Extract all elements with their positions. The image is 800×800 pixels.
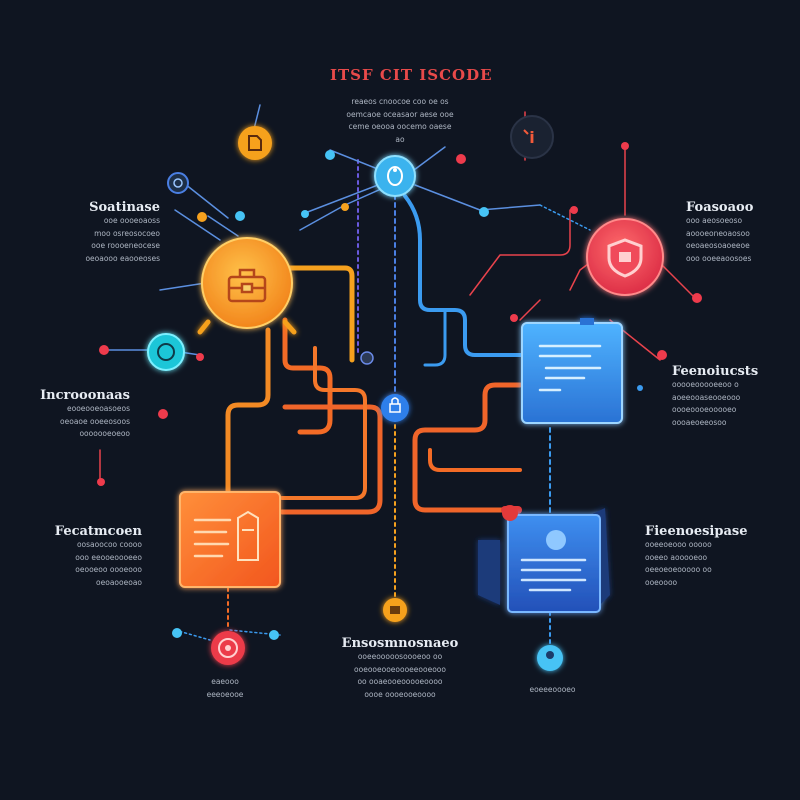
block-heading: Fieenoesipase bbox=[645, 524, 748, 539]
block-line: oooaeoeeosoo bbox=[672, 417, 727, 427]
title-caption-line: ao bbox=[395, 134, 405, 144]
block-heading: Ensosmnosnaeo bbox=[341, 636, 459, 651]
ring-node bbox=[167, 172, 189, 194]
block-line: ooeooeooeoooeeooeooo bbox=[354, 664, 446, 674]
block-line: oo ooaeooeooooeoooo bbox=[357, 677, 443, 686]
title-caption-line: reaeos cnoocoe coo oe os bbox=[351, 97, 449, 106]
block-line: aoeeooaseooeooo bbox=[672, 392, 741, 402]
block-heading: Foasoaoo bbox=[686, 200, 754, 215]
document-panel-right bbox=[521, 318, 623, 424]
block-line: ooeeooooosoooeoo oo bbox=[357, 652, 443, 661]
block-heading: Soatinase bbox=[89, 200, 160, 215]
block-line: ooeeoeooo ooooo bbox=[645, 540, 712, 549]
block-line: ooooeooooeeoo o bbox=[672, 380, 739, 389]
caption-bottom-left: eaeooo eeeoeooe bbox=[170, 676, 280, 701]
block-line: ooo ooeeaoosoes bbox=[686, 253, 752, 263]
briefcase-icon bbox=[227, 268, 267, 303]
block-bottom-right: Fieenoesipase ooeeoeooo ooooo ooeeo aooo… bbox=[645, 524, 765, 589]
block-mid-left: Incrooonaas eooeooeoasoeos oeoaoe ooeeos… bbox=[30, 388, 130, 441]
document-panel-left bbox=[179, 491, 281, 588]
pin-node-bottom-right bbox=[537, 645, 563, 671]
block-line: oeeoeoeooooo oo bbox=[645, 565, 712, 574]
block-line: ooeoooo bbox=[645, 577, 678, 587]
svg-text:i: i bbox=[529, 128, 534, 147]
block-heading: Feenoiucsts bbox=[672, 364, 759, 379]
caption-line: eoeeeoooeo bbox=[529, 685, 576, 694]
block-line: ooooooeoeoo bbox=[79, 429, 130, 438]
block-mid-right: Feenoiucsts ooooeooooeeoo o aoeeooaseooe… bbox=[672, 364, 787, 429]
network-dots bbox=[97, 142, 702, 640]
document-node-top bbox=[238, 126, 272, 160]
block-line: ooe roooeneocese bbox=[91, 241, 160, 250]
block-line: ooe oooeoaoss bbox=[103, 216, 160, 225]
block-top-left: Soatinase ooe oooeoaoss moo osreosocoeo … bbox=[40, 200, 160, 265]
target-node-left bbox=[147, 333, 185, 371]
block-line: oooe oooeooeoooo bbox=[364, 689, 436, 699]
block-line: oeoaooo eaooeoses bbox=[85, 253, 160, 263]
gear-node: i bbox=[510, 115, 554, 159]
block-heading: Incrooonaas bbox=[40, 388, 130, 403]
block-heading: Fecatmcoen bbox=[54, 524, 142, 539]
block-line: ooo aeosoeoso bbox=[686, 216, 743, 225]
block-top-right: Foasoaoo ooo aeosoeoso aoooeoneoaosoo oe… bbox=[686, 200, 796, 265]
title-caption-line: ceme oeooa oocemo oaese bbox=[348, 122, 452, 131]
block-line: ooo eeooeoooeeo bbox=[75, 552, 142, 562]
title-caption: reaeos cnoocoe coo oe os oemcaoe oceasao… bbox=[300, 96, 500, 146]
block-line: oeooeoo oooeooo bbox=[75, 565, 142, 574]
lock-node-center bbox=[381, 394, 409, 422]
caption-line: eeeoeooe bbox=[206, 689, 244, 699]
user-icon bbox=[387, 166, 403, 186]
user-node bbox=[374, 155, 416, 197]
block-line: oooeoooeooooeo bbox=[672, 405, 737, 414]
block-line: aoooeoneoaosoo bbox=[686, 228, 750, 238]
block-line: moo osreosocoeo bbox=[94, 228, 160, 238]
block-line: oosaoocoo coooo bbox=[76, 540, 142, 549]
diagram-title: ITSF CIT ISCODE bbox=[330, 66, 493, 84]
block-bottom-center: Ensosmnosnaeo ooeeooooosoooeoo oo ooeooe… bbox=[300, 636, 500, 701]
caption-bottom-right: eoeeeoooeo bbox=[505, 684, 600, 697]
block-line: eooeooeoasoeos bbox=[67, 404, 130, 413]
pin-node-bottom bbox=[383, 598, 407, 622]
title-caption-line: oemcaoe oceasaor aese ooe bbox=[346, 109, 454, 119]
target-node-bottom bbox=[211, 631, 245, 665]
shield-icon bbox=[607, 238, 643, 278]
block-line: oeoaoe ooeeosoos bbox=[60, 416, 130, 426]
block-line: oeoaooeoao bbox=[96, 577, 142, 587]
document-panel-bottom-right bbox=[478, 508, 610, 613]
block-line: oeoaeosoaoeeoe bbox=[686, 241, 750, 250]
block-bottom-left: Fecatmcoen oosaoocoo coooo ooo eeooeoooe… bbox=[30, 524, 142, 589]
block-line: ooeeo aooooeoo bbox=[645, 552, 708, 562]
caption-line: eaeooo bbox=[211, 677, 239, 686]
